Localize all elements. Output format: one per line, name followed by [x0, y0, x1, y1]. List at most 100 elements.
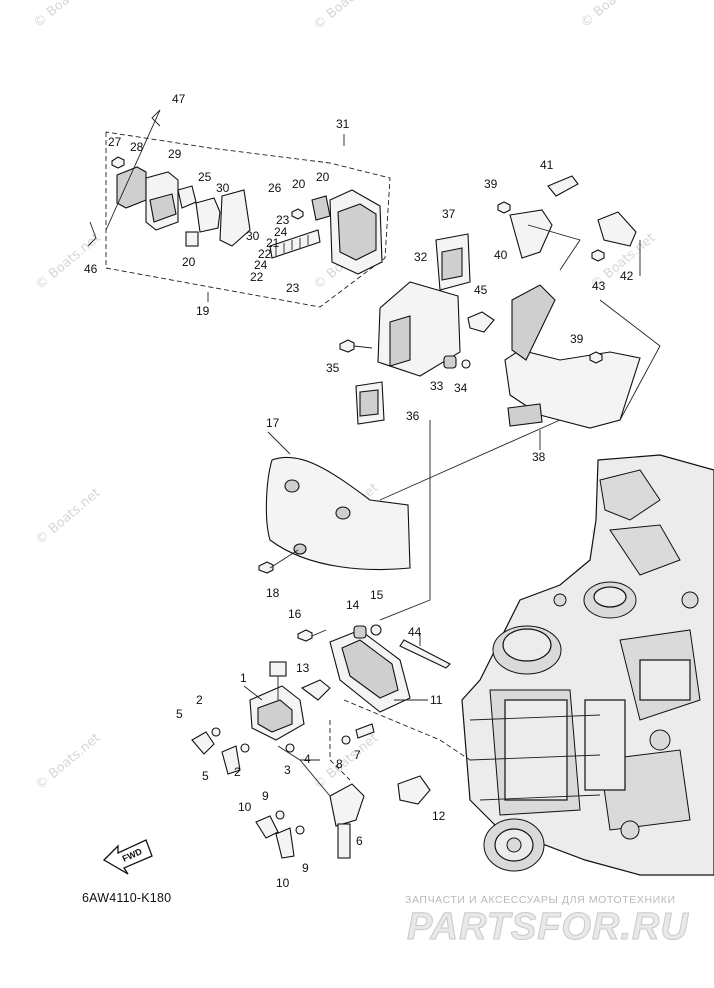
callout-39: 39 — [484, 177, 498, 191]
callout-3: 3 — [284, 763, 291, 777]
diagram-code: 6AW4110-K180 — [82, 891, 172, 905]
callout-46: 46 — [84, 262, 98, 276]
callout-20: 20 — [182, 255, 196, 269]
brand-logo: PARTSFOR.RU — [407, 906, 689, 949]
callout-8: 8 — [336, 757, 343, 771]
callout-22: 22 — [258, 247, 272, 261]
callout-36: 36 — [406, 409, 420, 423]
callout-31: 31 — [336, 117, 350, 131]
watermark-text: © Boats.net — [33, 486, 103, 548]
leader-lines — [87, 109, 661, 781]
callout-20: 20 — [292, 177, 306, 191]
bracket-38-plate — [507, 403, 543, 427]
callout-29: 29 — [168, 147, 182, 161]
callout-10: 10 — [238, 800, 252, 814]
callout-43: 43 — [592, 279, 606, 293]
callout-16: 16 — [288, 607, 302, 621]
callout-23: 23 — [276, 213, 290, 227]
cap-5b — [221, 745, 241, 775]
callout-47: 47 — [172, 92, 186, 106]
callout-38: 38 — [532, 450, 546, 464]
watermark-text: © Boats.net — [31, 0, 101, 31]
callout-32: 32 — [414, 250, 428, 264]
brand-tagline: ЗАПЧАСТИ И АКСЕССУАРЫ ДЛЯ МОТОТЕХНИКИ — [405, 894, 676, 906]
tie-44 — [399, 639, 451, 669]
clip-7 — [355, 723, 375, 739]
grommet-14 — [353, 625, 367, 639]
callout-40: 40 — [494, 248, 508, 262]
engine-block — [461, 454, 714, 876]
screw-27 — [111, 156, 125, 169]
screw-2b — [240, 743, 250, 753]
fuse-20 — [185, 231, 199, 247]
screw-8 — [341, 735, 351, 745]
callout-24: 24 — [254, 258, 268, 272]
callout-35: 35 — [326, 361, 340, 375]
collar-15 — [370, 624, 382, 636]
callout-19: 19 — [196, 304, 210, 318]
callout-5: 5 — [202, 769, 209, 783]
bracket-40 — [509, 209, 553, 259]
cover-17-group — [258, 456, 411, 574]
bolt-35 — [339, 339, 355, 353]
callout-2: 2 — [234, 765, 241, 779]
collar-34 — [461, 359, 471, 369]
screw-26 — [291, 208, 304, 220]
connector-41 — [547, 175, 579, 197]
screw-2 — [211, 727, 221, 737]
callout-27: 27 — [108, 135, 122, 149]
callout-41: 41 — [540, 158, 554, 172]
callout-9: 9 — [262, 789, 269, 803]
callout-7: 7 — [354, 748, 361, 762]
callout-33: 33 — [430, 379, 444, 393]
relay-30 — [195, 197, 221, 233]
callout-23: 23 — [286, 281, 300, 295]
callout-22: 22 — [250, 270, 264, 284]
plug-1-top — [269, 661, 287, 677]
clamp-12 — [397, 775, 431, 805]
callout-15: 15 — [370, 588, 384, 602]
callout-2: 2 — [196, 693, 203, 707]
callout-25: 25 — [198, 170, 212, 184]
callout-24: 24 — [274, 225, 288, 239]
screw-39 — [497, 201, 511, 214]
callout-44: 44 — [408, 625, 422, 639]
connector-6 — [329, 783, 365, 827]
screw-39b — [589, 351, 603, 364]
callout-4: 4 — [304, 752, 311, 766]
relay-25 — [177, 185, 197, 209]
watermark-text: © Boats.net — [311, 0, 381, 33]
callout-18: 18 — [266, 586, 280, 600]
callout-1: 1 — [240, 671, 247, 685]
watermark-text: © Boats.net — [578, 0, 648, 31]
callout-17: 17 — [266, 416, 280, 430]
plug-13 — [300, 679, 331, 701]
callout-13: 13 — [296, 661, 310, 675]
fuse-20b — [311, 195, 331, 221]
cap-5 — [191, 731, 215, 755]
callout-20: 20 — [316, 170, 330, 184]
relay-bracket-group — [105, 131, 391, 308]
bracket-42 — [597, 211, 637, 247]
callout-14: 14 — [346, 598, 360, 612]
callout-30: 30 — [216, 181, 230, 195]
callout-30: 30 — [246, 229, 260, 243]
callout-12: 12 — [432, 809, 446, 823]
callout-5: 5 — [176, 707, 183, 721]
callout-34: 34 — [454, 381, 468, 395]
bracket-38-arm — [511, 284, 556, 361]
screw-43 — [591, 249, 605, 262]
screw-9 — [275, 810, 285, 820]
callout-6: 6 — [356, 834, 363, 848]
callout-10: 10 — [276, 876, 290, 890]
callout-labels: 47 27 28 29 25 30 26 20 20 31 23 24 30 2… — [84, 92, 634, 890]
callout-21: 21 — [266, 236, 280, 250]
relay-30b — [219, 189, 251, 247]
screw-9b — [295, 825, 305, 835]
callout-9: 9 — [302, 861, 309, 875]
callout-42: 42 — [620, 269, 634, 283]
cap-10 — [255, 815, 279, 839]
callout-39: 39 — [570, 332, 584, 346]
callout-26: 26 — [268, 181, 282, 195]
